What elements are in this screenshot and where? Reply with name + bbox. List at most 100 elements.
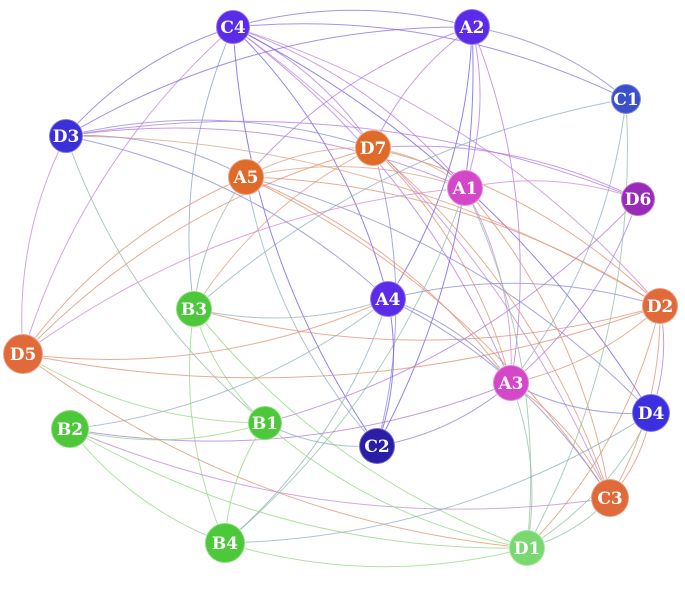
node-B2: B2: [50, 409, 90, 449]
node-C3-label: C3: [597, 489, 622, 509]
edge-C4-A1: [232, 26, 466, 189]
node-A1-circle: [446, 169, 484, 207]
node-D4-label: D4: [638, 404, 665, 424]
edge-A5-A3: [245, 176, 512, 384]
edge-D3-D7: [65, 119, 374, 149]
node-C1-label: C1: [613, 90, 638, 110]
node-A3-circle: [492, 364, 530, 402]
node-B2-circle: [50, 409, 90, 449]
edge-A4-D2: [387, 282, 661, 307]
node-A5-circle: [227, 158, 265, 196]
node-C3-circle: [590, 478, 630, 518]
edge-A5-D4: [245, 176, 652, 414]
node-D3-circle: [48, 118, 84, 154]
edge-C4-D2: [232, 26, 661, 307]
edge-C4-D5: [22, 26, 234, 355]
node-C4: C4: [215, 9, 251, 45]
edge-C4-A2: [232, 9, 473, 28]
edge-D7-C3: [372, 147, 611, 499]
edge-B3-D2: [193, 305, 661, 341]
node-A5: A5: [227, 158, 265, 196]
edge-C4-C1: [232, 23, 627, 100]
edge-D3-A4: [65, 135, 389, 300]
node-D2-label: D2: [647, 297, 674, 317]
node-D4: D4: [631, 393, 671, 433]
edge-B2-C3: [69, 428, 611, 510]
edge-B3-D1: [193, 308, 528, 549]
edge-A3-C3: [510, 382, 611, 499]
node-B1-circle: [247, 405, 283, 441]
node-A4-circle: [369, 280, 407, 318]
edge-B2-B4: [69, 428, 226, 544]
node-B4-label: B4: [212, 534, 238, 554]
node-D1: D1: [508, 529, 546, 567]
node-A5-label: A5: [232, 168, 258, 188]
edge-D2-D5: [22, 305, 661, 379]
edge-D7-D5: [22, 147, 374, 355]
edge-D3-D6: [65, 120, 639, 200]
edge-A5-A1: [245, 166, 466, 189]
edge-C1-D1: [526, 98, 628, 549]
edge-D6-A3: [510, 198, 639, 384]
node-A2: A2: [453, 8, 491, 46]
edge-C1-B3: [193, 98, 627, 310]
edge-C4-C2: [232, 26, 378, 447]
node-D1-circle: [508, 529, 546, 567]
edge-D7-D2: [372, 147, 661, 307]
edge-A3-B2: [69, 382, 512, 442]
node-D6: D6: [620, 181, 656, 217]
node-B4: B4: [204, 522, 246, 564]
edge-C4-D4: [232, 26, 652, 414]
edge-A5-C2: [245, 176, 378, 447]
node-C4-label: C4: [220, 18, 246, 38]
node-D2: D2: [641, 287, 679, 325]
node-D3-label: D3: [53, 127, 80, 147]
edge-D3-A5: [65, 135, 247, 178]
edge-B3-A4: [193, 298, 389, 319]
node-D1-label: D1: [514, 539, 541, 559]
node-A3-label: A3: [497, 374, 523, 394]
node-A4: A4: [369, 280, 407, 318]
edge-D3-A1: [65, 127, 466, 189]
edge-A3-C2: [376, 382, 512, 447]
node-D3: D3: [48, 118, 84, 154]
node-A1-label: A1: [451, 179, 477, 199]
node-D7-circle: [354, 129, 392, 167]
edge-A2-D7: [372, 26, 473, 149]
edge-B1-D1: [264, 422, 528, 549]
node-D7-label: D7: [360, 139, 387, 159]
node-C1: C1: [610, 83, 642, 115]
edge-A4-B2: [69, 298, 389, 430]
node-D6-label: D6: [625, 190, 652, 210]
node-B3: B3: [175, 290, 213, 328]
node-B1: B1: [247, 405, 283, 441]
edge-A1-D5: [22, 187, 466, 355]
edge-D6-B1: [264, 198, 639, 424]
node-C1-circle: [610, 83, 642, 115]
edge-D2-A3: [510, 305, 661, 384]
edge-D7-A3: [372, 147, 512, 384]
edge-D3-D2: [65, 135, 661, 307]
node-D6-circle: [620, 181, 656, 217]
node-A3: A3: [492, 364, 530, 402]
edge-A5-D5: [22, 176, 247, 355]
edge-A5-D2: [245, 176, 661, 307]
edge-layer: [21, 9, 665, 568]
edge-A2-D3: [65, 26, 473, 137]
edge-C4-D3: [65, 26, 234, 137]
edge-A4-D5: [22, 298, 389, 360]
node-B1-label: B1: [252, 414, 278, 434]
edge-A1-D6: [464, 180, 639, 200]
edge-B2-B1: [69, 422, 266, 441]
node-D2-circle: [641, 287, 679, 325]
node-A2-circle: [453, 8, 491, 46]
edge-A5-C3: [245, 176, 611, 499]
edge-D7-D6: [372, 145, 639, 200]
node-C2-label: C2: [364, 437, 389, 457]
edge-C1-A3: [510, 98, 627, 384]
node-C2-circle: [358, 427, 396, 465]
edge-A1-D1: [464, 187, 532, 549]
edge-D5-D1: [22, 353, 528, 549]
edge-B4-D1: [224, 542, 528, 568]
